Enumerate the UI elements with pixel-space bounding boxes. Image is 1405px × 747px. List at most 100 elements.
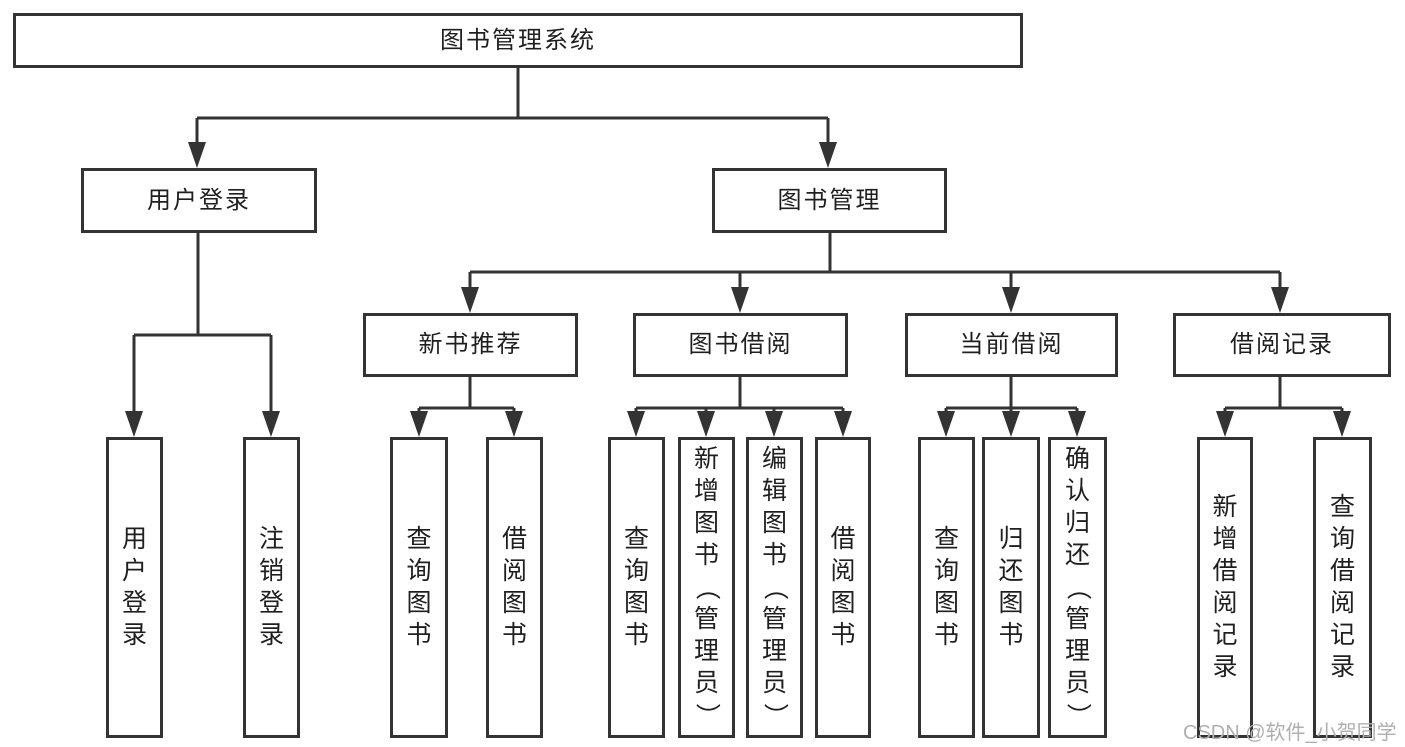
node-label-char: 借 bbox=[1329, 557, 1355, 585]
node-leaf-confirm-return: 确认归还（管理员） bbox=[1048, 437, 1107, 738]
node-label-char: 归 bbox=[998, 525, 1024, 553]
node-label-char: 员 bbox=[1064, 669, 1090, 697]
arrowhead-icon bbox=[834, 411, 852, 437]
connector-path bbox=[417, 377, 516, 421]
node-leaf-query-borrow-record: 查询借阅记录 bbox=[1313, 437, 1372, 738]
arrowhead-icon bbox=[627, 411, 645, 437]
node-label-char: ） bbox=[692, 702, 721, 729]
connector-path bbox=[195, 68, 830, 152]
node-label-char: 查 bbox=[623, 525, 649, 553]
node-label-char: 借 bbox=[501, 525, 527, 553]
node-label-char: 图 bbox=[406, 589, 432, 617]
node-label-char: 编 bbox=[761, 445, 787, 473]
node-label-char: 销 bbox=[258, 557, 284, 585]
node-label-leaf-query-book-2: 查询图书 bbox=[611, 440, 662, 735]
node-label-char: 理 bbox=[761, 637, 787, 665]
node-label-leaf-return-book: 归还图书 bbox=[985, 440, 1037, 735]
node-leaf-return-book: 归还图书 bbox=[982, 437, 1040, 738]
node-label-char: 书 bbox=[623, 621, 649, 649]
arrowhead-icon bbox=[1002, 411, 1020, 437]
node-leaf-query-book-3: 查询图书 bbox=[918, 437, 975, 738]
arrowhead-icon bbox=[410, 411, 428, 437]
node-label-char: 记 bbox=[1212, 621, 1238, 649]
arrowhead-icon bbox=[731, 287, 749, 313]
node-leaf-borrow-book-1: 借阅图书 bbox=[486, 437, 543, 738]
node-label-char: 阅 bbox=[1212, 589, 1238, 617]
arrowhead-icon bbox=[697, 411, 715, 437]
node-label-char: 录 bbox=[121, 621, 147, 649]
arrowhead-icon bbox=[188, 142, 206, 168]
node-label-leaf-borrow-book-1: 借阅图书 bbox=[489, 440, 540, 735]
node-leaf-edit-book: 编辑图书（管理员） bbox=[746, 437, 803, 738]
node-label-char: 增 bbox=[693, 477, 719, 505]
node-leaf-borrow-book-2: 借阅图书 bbox=[815, 437, 871, 738]
node-label-char: 户 bbox=[121, 557, 147, 585]
node-label-char: 阅 bbox=[1329, 589, 1355, 617]
node-label-char: 阅 bbox=[501, 557, 527, 585]
node-label-leaf-confirm-return: 确认归还（管理员） bbox=[1051, 440, 1104, 735]
arrowhead-icon bbox=[125, 411, 143, 437]
node-borrow-records: 借阅记录 bbox=[1173, 313, 1391, 377]
node-label-char: （ bbox=[1063, 574, 1092, 601]
node-label-char: 新 bbox=[693, 445, 719, 473]
node-label-leaf-borrow-book-2: 借阅图书 bbox=[818, 440, 868, 735]
watermark: CSDN @软件_小贺同学 bbox=[1183, 722, 1397, 744]
node-leaf-user-login: 用户登录 bbox=[106, 437, 163, 738]
connector-path bbox=[132, 233, 273, 421]
node-label-leaf-edit-book: 编辑图书（管理员） bbox=[749, 440, 800, 735]
connector-path bbox=[634, 377, 845, 421]
node-label-char: 借 bbox=[830, 525, 856, 553]
arrowhead-icon bbox=[819, 142, 837, 168]
node-label-char: ） bbox=[1063, 702, 1092, 729]
node-label-char: 图 bbox=[693, 509, 719, 537]
arrowhead-icon bbox=[1333, 411, 1351, 437]
arrowhead-icon bbox=[505, 411, 523, 437]
node-label-borrow-records: 借阅记录 bbox=[1230, 331, 1334, 358]
node-label-user-login: 用户登录 bbox=[147, 186, 251, 214]
node-label-leaf-add-book: 新增图书（管理员） bbox=[681, 440, 732, 735]
node-label-char: 理 bbox=[693, 637, 719, 665]
node-label-char: 还 bbox=[1064, 541, 1090, 569]
node-leaf-query-book-2: 查询图书 bbox=[608, 437, 665, 738]
node-label-char: 录 bbox=[1212, 653, 1238, 681]
node-leaf-add-borrow-record: 新增借阅记录 bbox=[1197, 437, 1253, 738]
node-current-borrow: 当前借阅 bbox=[905, 313, 1118, 377]
node-label-char: 书 bbox=[761, 541, 787, 569]
node-leaf-query-book-1: 查询图书 bbox=[390, 437, 448, 738]
node-label-char: 借 bbox=[1212, 557, 1238, 585]
node-label-char: 阅 bbox=[830, 557, 856, 585]
node-label-char: 图 bbox=[933, 589, 959, 617]
node-label-char: 员 bbox=[693, 669, 719, 697]
node-new-book-rec: 新书推荐 bbox=[363, 313, 578, 377]
node-label-leaf-query-borrow-record: 查询借阅记录 bbox=[1316, 440, 1369, 735]
node-label-char: 还 bbox=[998, 557, 1024, 585]
node-label-char: 辑 bbox=[761, 477, 787, 505]
node-label-char: 查 bbox=[406, 525, 432, 553]
node-label-char: 询 bbox=[623, 557, 649, 585]
node-label-char: ） bbox=[760, 702, 789, 729]
node-label-leaf-add-borrow-record: 新增借阅记录 bbox=[1200, 440, 1250, 735]
node-book-mgmt: 图书管理 bbox=[712, 168, 947, 233]
arrowhead-icon bbox=[262, 411, 280, 437]
node-label-char: 图 bbox=[998, 589, 1024, 617]
node-label-char: （ bbox=[760, 574, 789, 601]
node-label-char: 图 bbox=[623, 589, 649, 617]
node-label-char: 归 bbox=[1064, 509, 1090, 537]
node-label-char: 新 bbox=[1212, 493, 1238, 521]
node-label-char: 书 bbox=[406, 621, 432, 649]
node-label-char: 录 bbox=[258, 621, 284, 649]
node-label-book-mgmt: 图书管理 bbox=[777, 186, 882, 214]
node-label-char: 书 bbox=[693, 541, 719, 569]
node-label-char: 书 bbox=[933, 621, 959, 649]
arrowhead-icon bbox=[1271, 287, 1289, 313]
node-leaf-logout: 注销登录 bbox=[243, 437, 300, 738]
node-label-char: 录 bbox=[1329, 653, 1355, 681]
node-label-root: 图书管理系统 bbox=[440, 26, 596, 54]
node-label-char: 图 bbox=[761, 509, 787, 537]
node-label-char: 书 bbox=[998, 621, 1024, 649]
node-label-char: 询 bbox=[1329, 525, 1355, 553]
node-label-char: 询 bbox=[406, 557, 432, 585]
arrowhead-icon bbox=[461, 287, 479, 313]
